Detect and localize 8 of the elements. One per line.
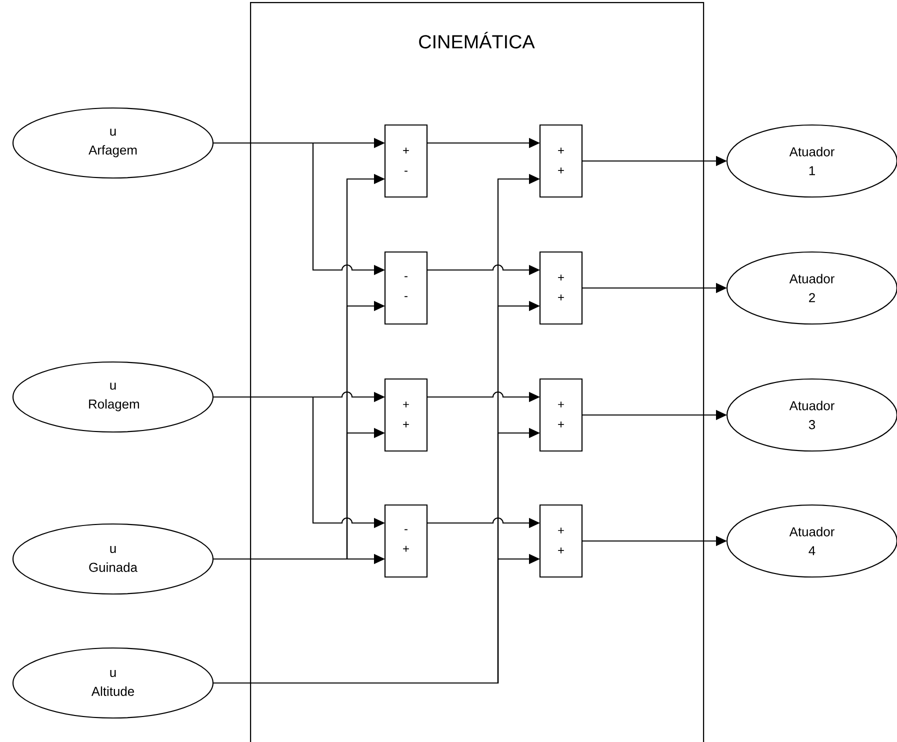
summing-block: + + — [384, 378, 428, 452]
summing-block: + + — [539, 251, 583, 325]
summing-block: + - — [384, 124, 428, 198]
summing-block: - - — [384, 251, 428, 325]
summing-block: + + — [539, 378, 583, 452]
summing-block: - + — [384, 504, 428, 578]
summing-block: + + — [539, 124, 583, 198]
summing-block: + + — [539, 504, 583, 578]
